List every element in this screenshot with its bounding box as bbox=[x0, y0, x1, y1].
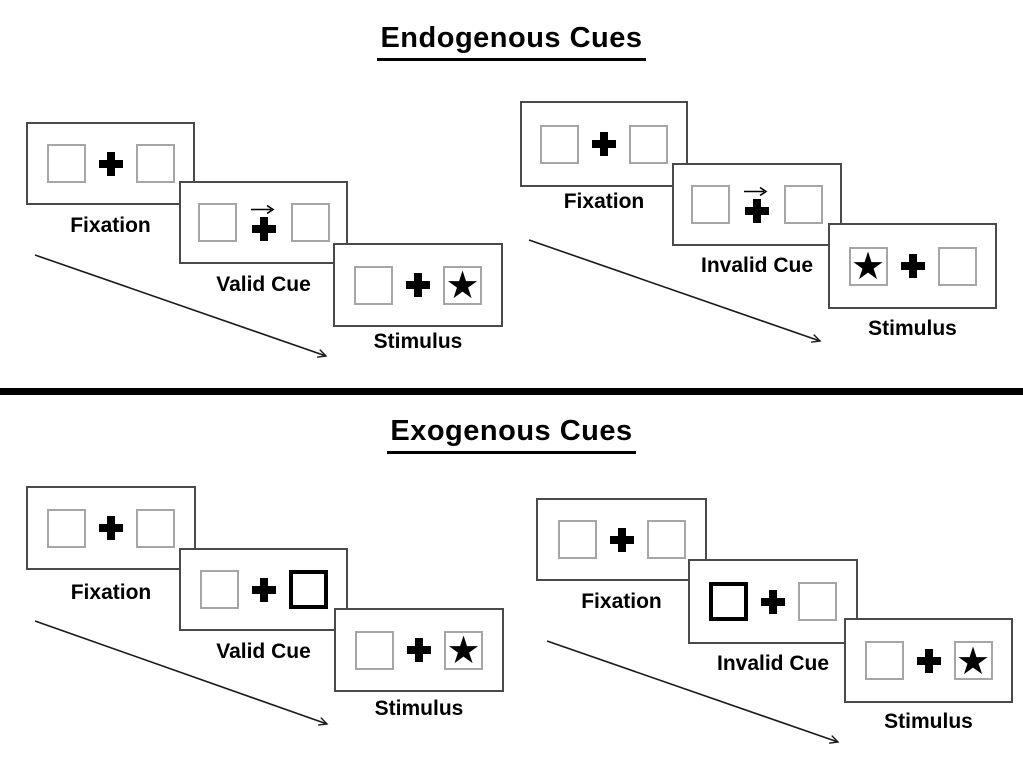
left-box bbox=[47, 508, 86, 548]
central-cue bbox=[743, 186, 771, 223]
timeline-arrow bbox=[34, 254, 328, 358]
left-box bbox=[691, 185, 730, 224]
exogenous-valid-fixation-panel bbox=[26, 486, 196, 570]
fixation-cross-icon bbox=[745, 199, 769, 223]
panel-label: Invalid Cue bbox=[700, 254, 814, 277]
left-box bbox=[354, 265, 393, 305]
endogenous-valid-fixation-panel bbox=[26, 122, 195, 205]
right-box: ★ bbox=[444, 628, 483, 672]
panel-label: Fixation bbox=[70, 214, 151, 237]
fixation-cross-icon bbox=[406, 273, 430, 297]
fixation-cross-icon bbox=[98, 151, 123, 176]
section-title-text: Endogenous Cues bbox=[377, 22, 646, 61]
endogenous-invalid-cue-panel bbox=[672, 163, 842, 246]
fixation-cross-icon bbox=[251, 217, 276, 241]
left-box bbox=[46, 144, 86, 183]
cue-arrow-right-icon bbox=[250, 204, 274, 215]
fixation-cross-icon bbox=[916, 648, 941, 673]
timeline-arrow bbox=[546, 640, 840, 744]
exogenous-valid-cue-panel bbox=[179, 548, 348, 631]
left-box bbox=[355, 630, 394, 670]
panel-label: Stimulus bbox=[374, 697, 464, 720]
star-icon: ★ bbox=[955, 638, 991, 683]
left-box: ★ bbox=[848, 244, 888, 288]
endogenous-invalid-fixation-panel bbox=[520, 101, 688, 187]
timeline-arrow bbox=[528, 239, 822, 343]
panel-label: Stimulus bbox=[373, 330, 463, 353]
right-box bbox=[784, 185, 823, 224]
right-box bbox=[136, 508, 175, 548]
endogenous-invalid-stimulus-panel: ★ bbox=[828, 223, 997, 309]
cue-highlight-box bbox=[709, 582, 748, 621]
right-box bbox=[629, 124, 668, 164]
panel-label: Fixation bbox=[563, 190, 645, 213]
fixation-cross-icon bbox=[592, 132, 616, 156]
exogenous-invalid-stimulus-panel: ★ bbox=[844, 618, 1013, 703]
right-box bbox=[135, 144, 175, 183]
timeline-arrow bbox=[34, 620, 329, 726]
panel-label: Fixation bbox=[70, 581, 152, 604]
panel-label: Valid Cue bbox=[216, 273, 311, 296]
left-box bbox=[197, 203, 237, 242]
fixation-cross-icon bbox=[99, 516, 123, 540]
panel-label: Stimulus bbox=[884, 710, 973, 733]
endogenous-valid-cue-panel bbox=[179, 181, 348, 264]
star-icon: ★ bbox=[850, 244, 886, 288]
section-title-text: Exogenous Cues bbox=[387, 415, 636, 454]
panel-label: Stimulus bbox=[868, 317, 957, 340]
right-box: ★ bbox=[443, 263, 482, 307]
panel-label: Valid Cue bbox=[216, 640, 311, 663]
fixation-cross-icon bbox=[609, 527, 634, 552]
endogenous-valid-stimulus-panel: ★ bbox=[333, 243, 503, 327]
cue-arrow-right-icon bbox=[744, 186, 768, 197]
section-title-exogenous: Exogenous Cues bbox=[0, 415, 1023, 454]
left-box bbox=[540, 124, 579, 164]
right-box: ★ bbox=[953, 638, 993, 683]
exogenous-valid-stimulus-panel: ★ bbox=[334, 608, 504, 692]
exogenous-invalid-cue-panel bbox=[688, 559, 858, 644]
fixation-cross-icon bbox=[251, 577, 276, 602]
right-box bbox=[290, 203, 330, 242]
section-title-endogenous: Endogenous Cues bbox=[0, 22, 1023, 61]
star-icon: ★ bbox=[445, 263, 480, 307]
fixation-cross-icon bbox=[761, 589, 785, 614]
panel-label: Invalid Cue bbox=[716, 652, 830, 675]
exogenous-invalid-fixation-panel bbox=[536, 498, 707, 581]
fixation-cross-icon bbox=[900, 254, 925, 278]
star-icon: ★ bbox=[446, 628, 481, 672]
cue-highlight-box bbox=[288, 570, 328, 609]
right-box bbox=[798, 582, 837, 621]
left-box bbox=[864, 641, 904, 680]
right-box bbox=[646, 520, 686, 559]
fixation-cross-icon bbox=[407, 638, 431, 662]
right-box bbox=[937, 246, 977, 286]
panel-label: Fixation bbox=[581, 590, 662, 613]
left-box bbox=[557, 520, 597, 559]
left-box bbox=[199, 570, 239, 609]
section-divider bbox=[0, 388, 1023, 395]
central-cue bbox=[250, 204, 278, 241]
